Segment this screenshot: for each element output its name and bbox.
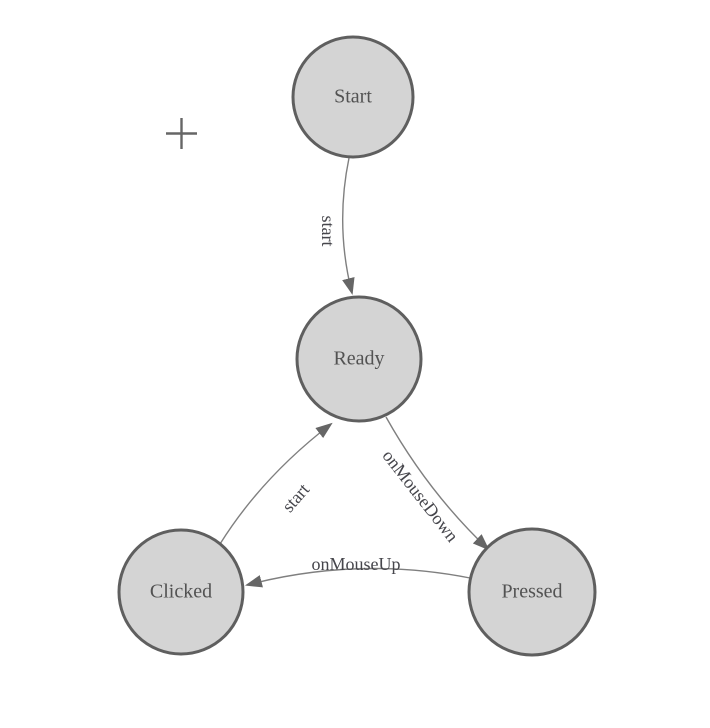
edge-label: start [318, 216, 338, 247]
state-node-ready-circle[interactable] [295, 295, 423, 423]
edge-start-to-ready-path[interactable] [342, 157, 355, 296]
edge-ready-to-pressed-path[interactable] [385, 416, 490, 551]
edge-pressed-to-clicked-path[interactable] [244, 567, 471, 588]
state-node-clicked[interactable]: Clicked [117, 528, 245, 656]
edge-pressed-to-clicked[interactable]: onMouseUp [244, 554, 471, 588]
state-node-start-circle[interactable] [291, 35, 415, 159]
edge-clicked-to-ready[interactable]: start [219, 422, 333, 545]
edge-start-to-ready[interactable]: start [318, 157, 355, 296]
plus-icon [166, 118, 197, 149]
edge-label: start [278, 480, 313, 517]
state-node-pressed-circle[interactable] [467, 527, 597, 657]
state-node-ready[interactable]: Ready [295, 295, 423, 423]
edge-clicked-to-ready-path[interactable] [219, 422, 333, 545]
state-node-clicked-circle[interactable] [117, 528, 245, 656]
state-node-start[interactable]: Start [291, 35, 415, 159]
edge-ready-to-pressed[interactable]: onMouseDown [378, 416, 490, 551]
edge-label: onMouseDown [378, 446, 462, 546]
state-node-pressed[interactable]: Pressed [467, 527, 597, 657]
